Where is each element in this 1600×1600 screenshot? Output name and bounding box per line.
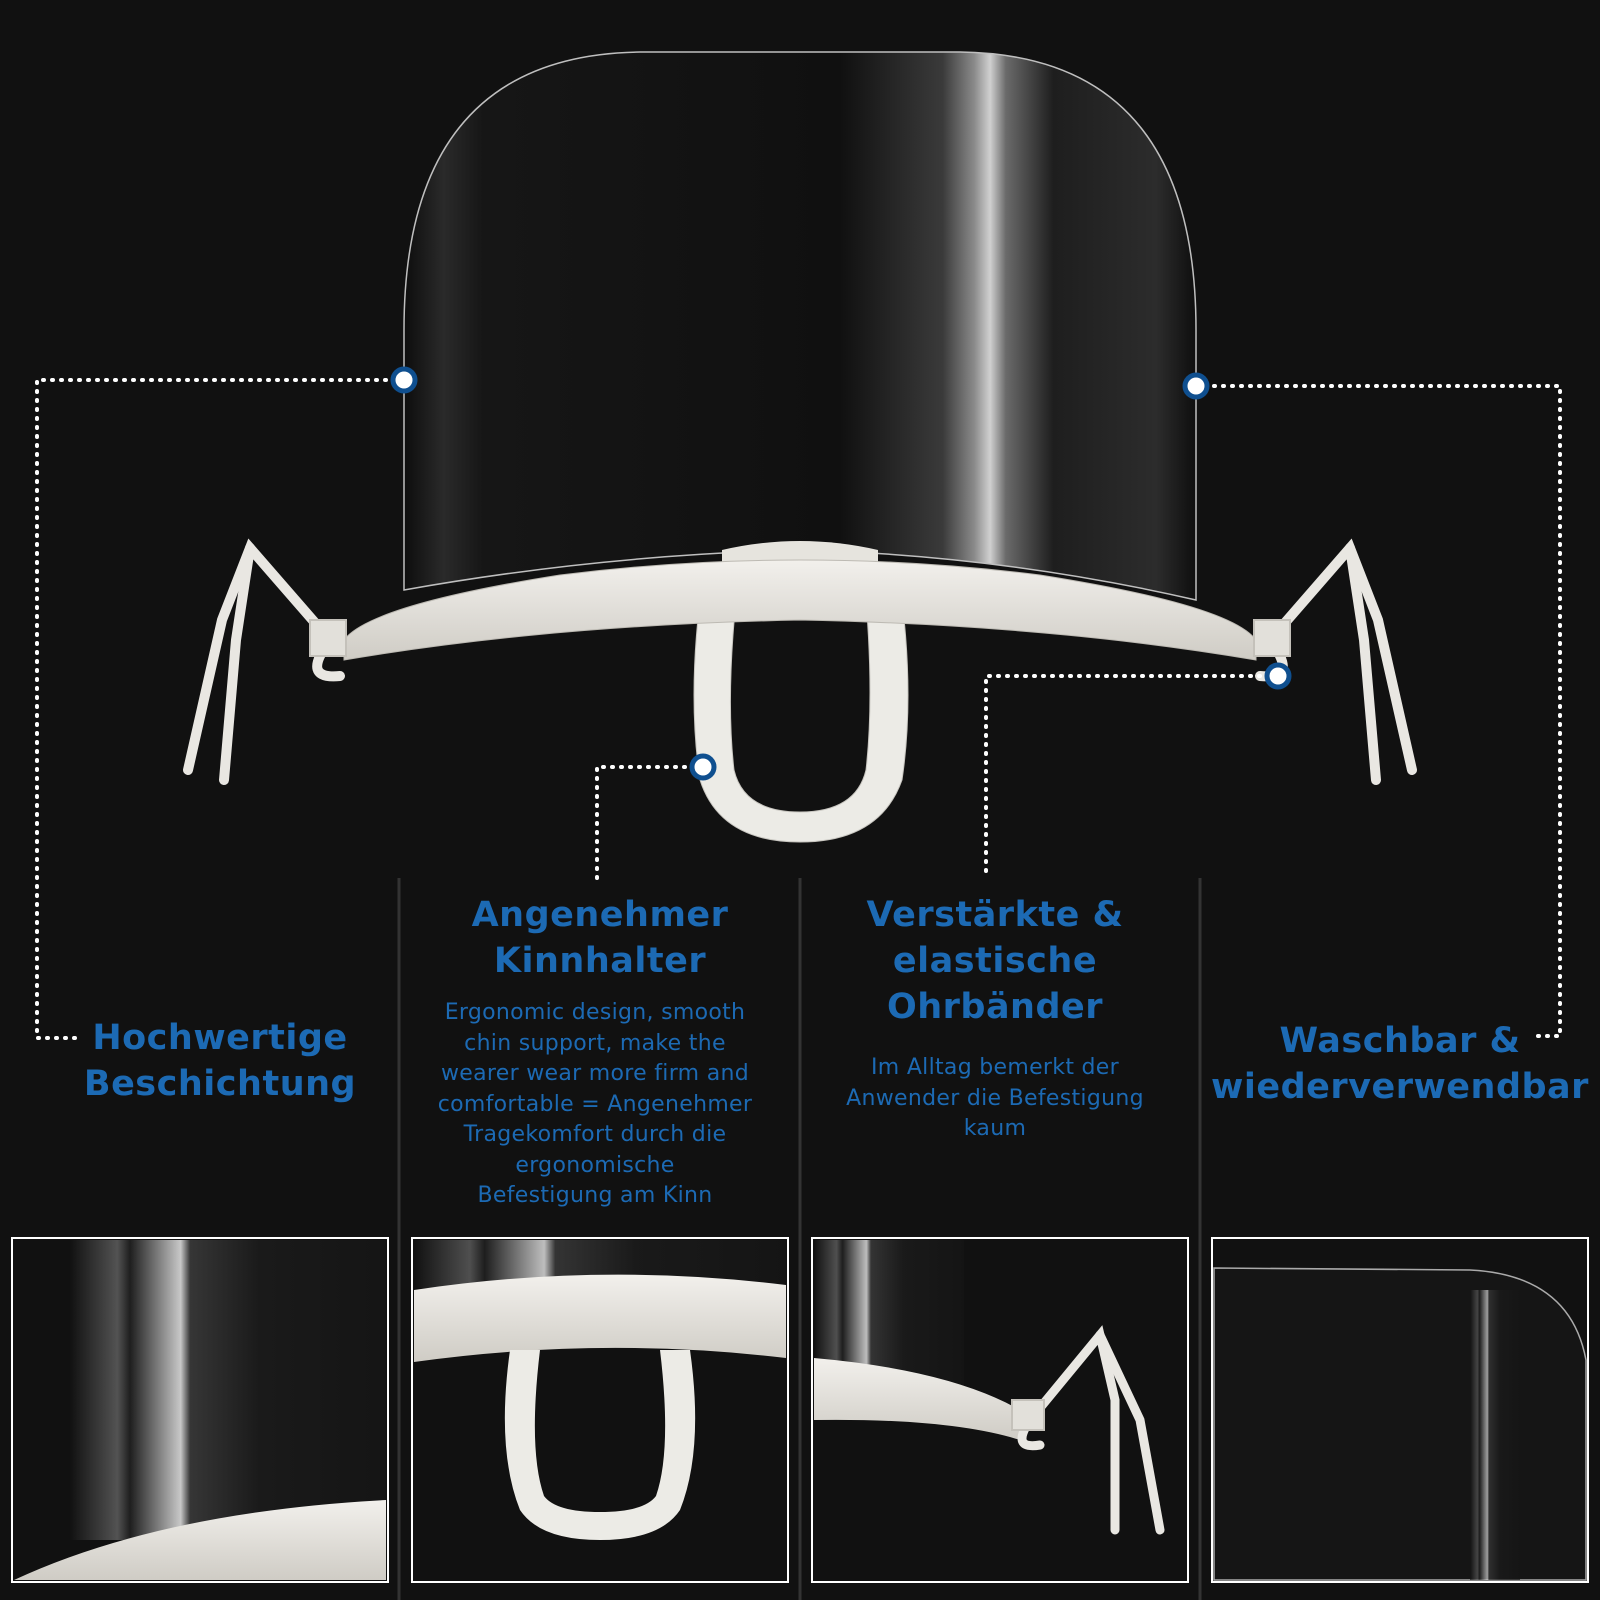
callout-marker-icon [1264, 662, 1292, 690]
leader-line-ear-loops [984, 674, 1280, 880]
left-ear-loop [183, 538, 347, 785]
detail-panel-washable [1211, 1237, 1589, 1583]
callout-markers [390, 366, 1292, 781]
callout-marker-icon [689, 753, 717, 781]
leader-lines [35, 378, 1562, 1040]
leader-line-coating [35, 378, 406, 1040]
feature-description-ear-loops: Im Alltag bemerkt der Anwender die Befes… [846, 1055, 1144, 1141]
detail-panel-ear-loops [811, 1237, 1189, 1583]
visor-shield [403, 51, 1197, 601]
feature-title-chin-holder: Angenehmer Kinnhalter [471, 895, 729, 981]
feature-title-washable: Waschbar & wiederverwendbar [1211, 1021, 1589, 1107]
feature-title-coating: Hochwertige Beschichtung [83, 1018, 357, 1104]
leader-line-chin [595, 765, 705, 880]
mask-frame [343, 559, 1257, 661]
detail-panel-chin [411, 1237, 789, 1583]
leader-line-washable [1194, 384, 1562, 1038]
callout-marker-icon [390, 366, 418, 394]
feature-title-ear-loops: Verstärkte & elastische Ohrbänder [866, 895, 1124, 1027]
chin-holder [693, 599, 909, 843]
column-dividers [397, 878, 1202, 1600]
callout-marker-icon [1182, 372, 1210, 400]
detail-panel-coating [11, 1237, 389, 1583]
feature-description-chin-holder: Ergonomic design, smooth chin support, m… [437, 1000, 753, 1208]
